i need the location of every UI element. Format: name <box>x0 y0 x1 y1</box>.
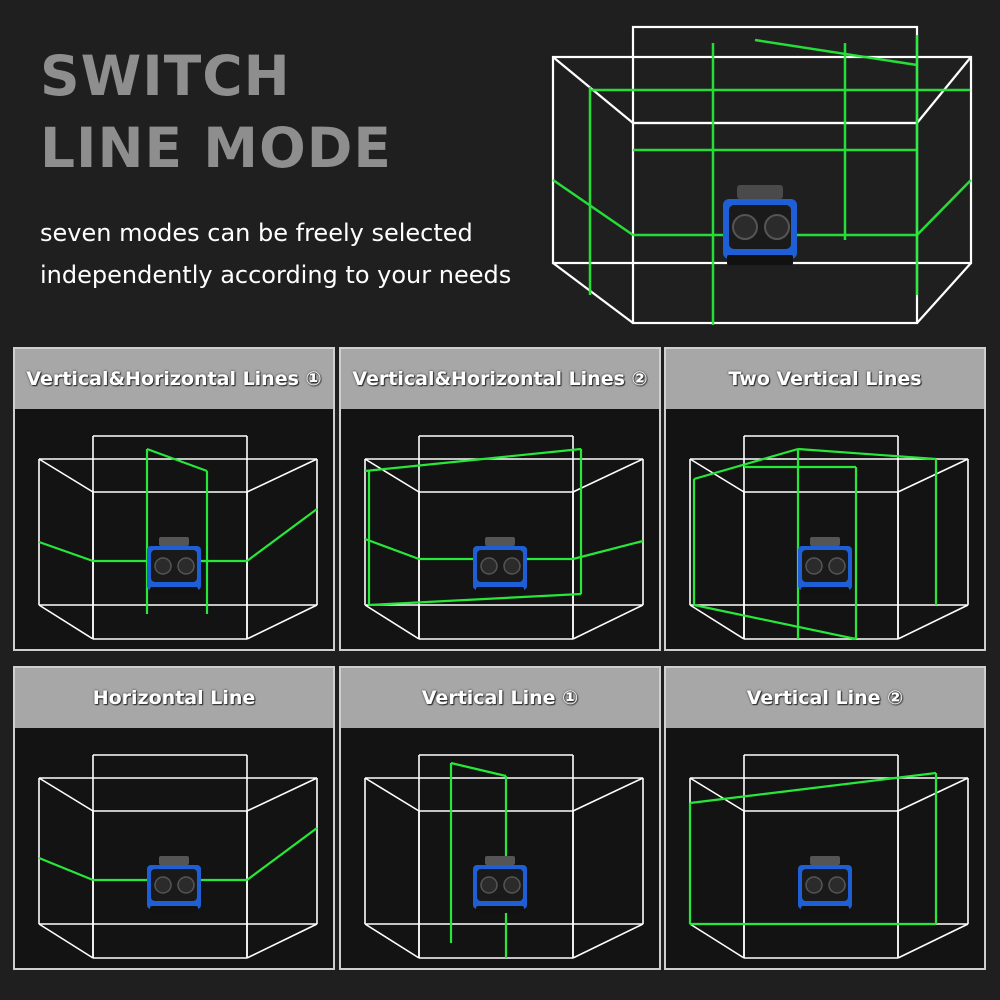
description-line-1: seven modes can be freely selected <box>40 219 473 247</box>
laser-vertical-line <box>450 761 507 778</box>
mode-panel-horizontal: Horizontal Line <box>13 666 335 970</box>
room-edge <box>689 604 745 640</box>
room-edge <box>364 777 420 812</box>
laser-vertical-line <box>797 447 937 461</box>
mode-illustration <box>688 754 969 959</box>
room-edge <box>897 458 969 493</box>
laser-horizontal-line <box>38 540 94 563</box>
room-edge <box>38 777 94 812</box>
room-edge <box>246 923 318 959</box>
mode-illustration <box>689 435 969 641</box>
mode-label: Vertical&Horizontal Lines ① <box>15 349 333 409</box>
room-edge <box>572 604 644 640</box>
room-edge <box>689 458 745 493</box>
laser-level-device <box>798 537 852 594</box>
room-edge <box>572 923 644 959</box>
laser-horizontal-line <box>246 508 318 562</box>
room-edge <box>689 923 745 959</box>
room-edge <box>572 458 644 493</box>
mode-panel-vertical2: Vertical Line ② <box>664 666 986 970</box>
laser-level-device <box>147 537 201 594</box>
laser-horizontal-line <box>572 539 644 561</box>
mode-label: Horizontal Line <box>15 668 333 728</box>
mode-panel-two-vertical: Two Vertical Lines <box>664 347 986 651</box>
mode-illustration <box>38 435 318 640</box>
laser-level-device <box>473 856 527 913</box>
title-line-2: LINE MODE <box>40 116 392 180</box>
mode-illustration <box>364 754 644 959</box>
laser-vertical-line <box>693 447 799 481</box>
laser-horizontal-line <box>38 856 94 882</box>
room-edge <box>38 604 94 640</box>
room-edge <box>364 458 420 493</box>
room-edge <box>38 923 94 959</box>
laser-level-device <box>798 856 852 913</box>
laser-horizontal-line <box>368 592 582 607</box>
room-edge <box>246 604 318 640</box>
room-edge <box>897 604 969 640</box>
title-line-1: SWITCH <box>40 44 291 108</box>
laser-vertical-line <box>146 447 208 473</box>
room-edge <box>689 777 745 812</box>
description-line-2: independently according to your needs <box>40 261 512 289</box>
mode-label: Vertical Line ① <box>341 668 659 728</box>
hero-laser-room-illustration <box>551 25 973 325</box>
room-edge <box>572 777 644 812</box>
mode-illustration <box>38 754 318 959</box>
mode-illustration <box>364 435 644 640</box>
mode-label: Two Vertical Lines <box>666 349 984 409</box>
laser-level-device <box>473 537 527 594</box>
mode-panel-vertical1: Vertical Line ① <box>339 666 661 970</box>
room-edge <box>364 604 420 640</box>
laser-horizontal-line <box>246 827 318 881</box>
laser-horizontal-line <box>364 537 420 561</box>
laser-vertical-line <box>693 603 857 641</box>
mode-panel-vh1: Vertical&Horizontal Lines ① <box>13 347 335 651</box>
mode-label: Vertical&Horizontal Lines ② <box>341 349 659 409</box>
room-edge <box>364 923 420 959</box>
room-edge <box>897 923 969 959</box>
description: seven modes can be freely selected indep… <box>40 212 511 296</box>
room-edge <box>246 458 318 493</box>
room-edge <box>246 777 318 812</box>
room-edge <box>897 777 969 812</box>
mode-panel-vh2: Vertical&Horizontal Lines ② <box>339 347 661 651</box>
laser-horizontal-line <box>364 447 582 473</box>
mode-label: Vertical Line ② <box>666 668 984 728</box>
page-title: SWITCH LINE MODE <box>40 40 392 184</box>
room-edge <box>38 458 94 493</box>
laser-level-device <box>147 856 201 913</box>
laser-vertical-line <box>689 771 937 805</box>
